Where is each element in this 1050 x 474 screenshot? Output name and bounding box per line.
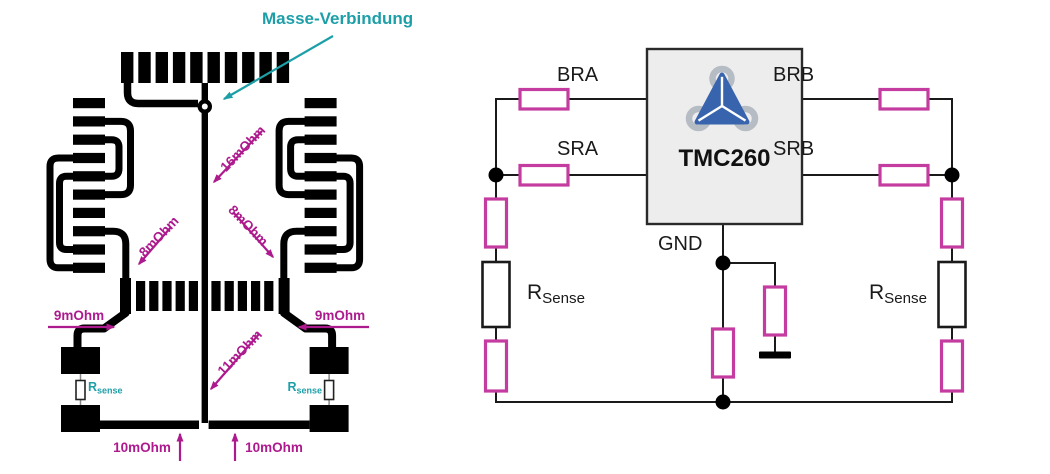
sense-resistor-chip-left	[75, 379, 86, 401]
ground-via-hole	[201, 103, 208, 110]
arrow-16mohm	[212, 130, 263, 184]
rsense-right	[937, 260, 967, 329]
label-rsense-pcb-left: Rsense	[88, 380, 123, 396]
resistor-brb	[878, 87, 930, 111]
trace-resistors	[483, 87, 965, 393]
resistor-left-lower	[483, 339, 509, 393]
bottom-trace-right	[208, 420, 310, 429]
rsense-left	[481, 260, 511, 329]
label-pin-sra: SRA	[557, 138, 599, 160]
arrow-8mohm-right	[232, 211, 274, 259]
label-ground-connection: Masse-Verbindung	[262, 9, 414, 28]
left-driver-pads	[50, 98, 131, 280]
center-ground-trace	[201, 83, 208, 423]
right-sense-trace	[280, 306, 337, 349]
label-pin-brb: BRB	[773, 64, 815, 86]
resistor-sra	[518, 163, 570, 187]
ground-symbol	[759, 351, 791, 359]
arrow-11mohm	[210, 333, 260, 391]
label-rsense-pcb-right: Rsense	[287, 380, 322, 396]
arrow-ground-connection	[222, 35, 334, 100]
schematic	[481, 47, 967, 410]
label-pin-srb: SRB	[773, 138, 815, 160]
junction-right	[944, 167, 960, 183]
right-sense-pads	[309, 347, 349, 432]
ground-feed-trace	[123, 82, 198, 108]
label-10mohm-right: 10mOhm	[245, 440, 303, 455]
junction-gnd	[715, 255, 731, 271]
label-pin-bra: BRA	[557, 64, 599, 86]
label-9mohm-right: 9mOhm	[314, 308, 366, 323]
right-driver-pads	[279, 98, 360, 280]
resistor-left-upper	[483, 197, 509, 249]
resistor-srb	[878, 163, 930, 187]
resistor-gnd-center	[710, 327, 736, 379]
resistor-right-lower	[939, 339, 965, 393]
junction-dots	[488, 167, 960, 410]
middle-connector-pads	[120, 278, 290, 314]
trinamic-logo-icon	[685, 65, 759, 132]
resistor-gnd-branch	[762, 285, 788, 337]
left-sense-pads	[61, 347, 100, 432]
annotation-arrows	[48, 130, 369, 461]
label-10mohm-left: 10mOhm	[113, 440, 171, 455]
left-sense-trace	[73, 306, 130, 349]
label-rsense-schematic-left: RSense	[527, 281, 586, 307]
resistor-bra	[518, 87, 570, 111]
junction-left	[488, 167, 504, 183]
arrow-8mohm-left	[138, 226, 172, 266]
label-pin-gnd: GND	[658, 233, 703, 255]
resistor-right-upper	[939, 197, 965, 249]
sense-resistor-chip-right	[323, 379, 335, 401]
chip-name: TMC260	[678, 145, 771, 172]
pcb-layout	[48, 35, 369, 461]
label-9mohm-left: 9mOhm	[53, 308, 105, 323]
top-connector-pads	[121, 52, 290, 83]
bottom-trace-left	[99, 420, 199, 429]
label-rsense-schematic-right: RSense	[869, 281, 928, 307]
junction-bottom	[715, 394, 731, 410]
